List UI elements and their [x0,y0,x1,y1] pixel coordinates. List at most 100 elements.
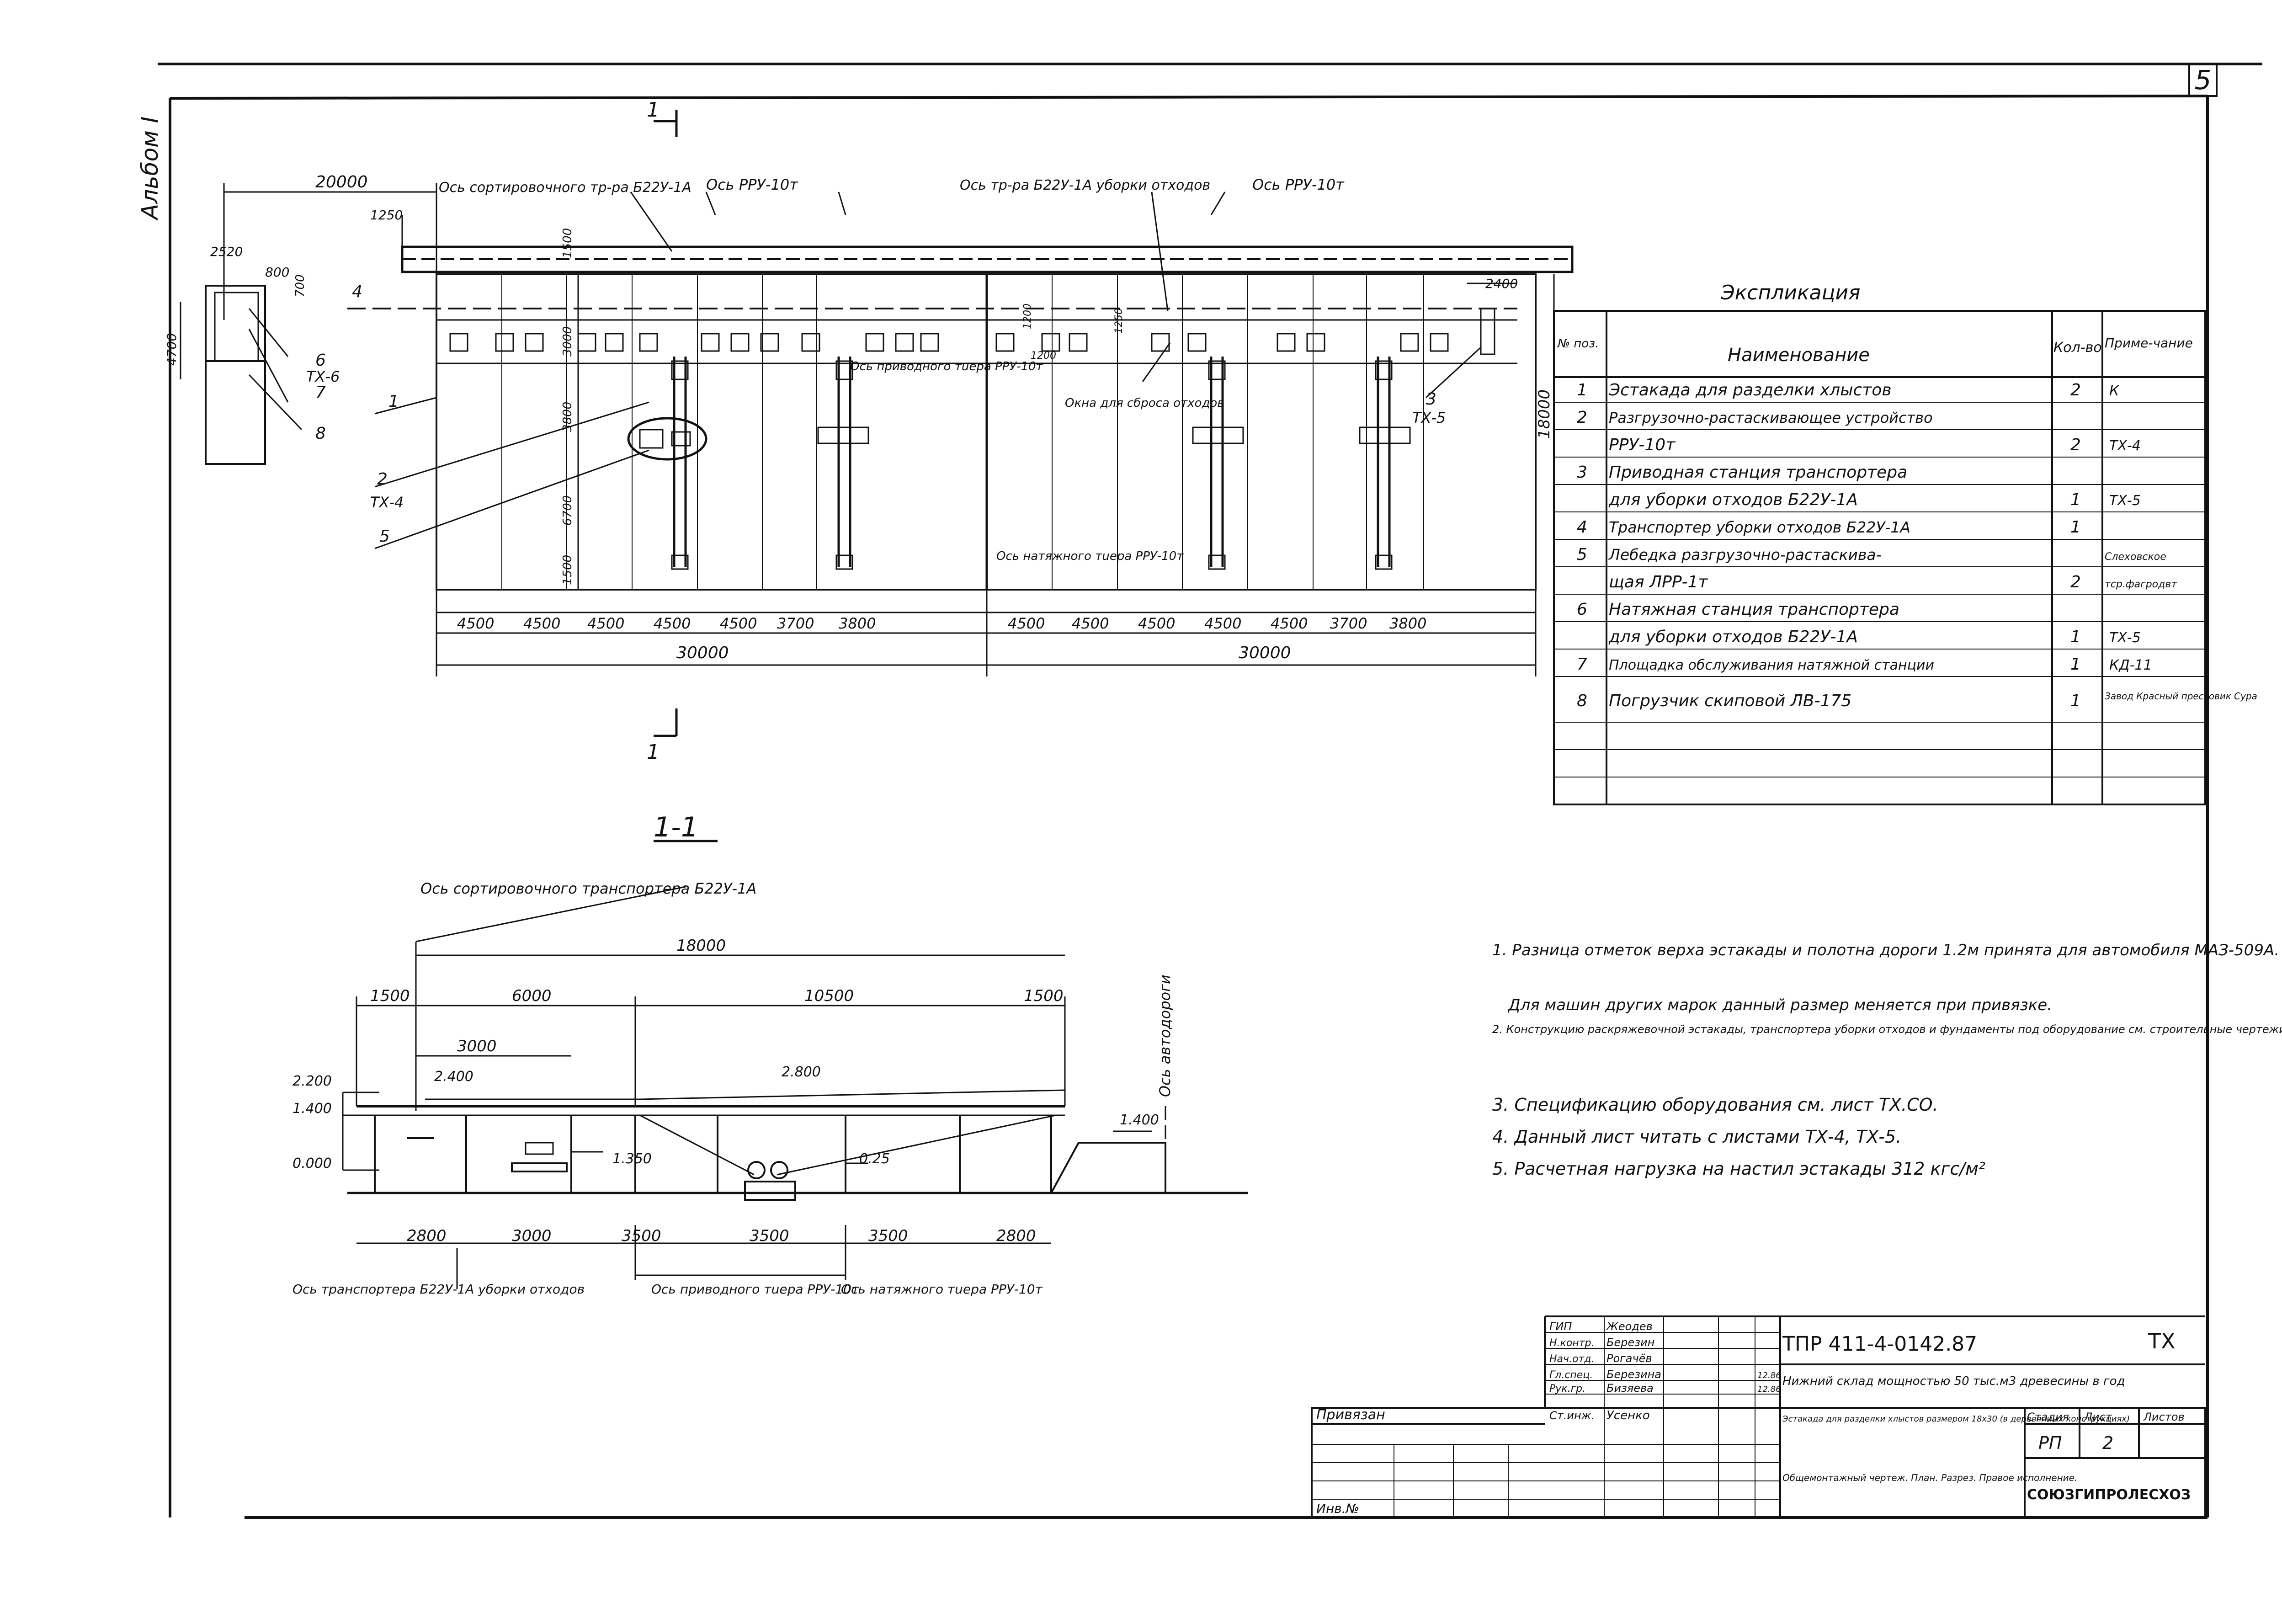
signer-5-name: Бизяева [1606,1382,1654,1395]
dim-18000: 18000 [1535,389,1553,439]
section-bottom-3000: 3000 [512,1227,552,1245]
row-4-pos: 4 [1577,518,1587,537]
winch [627,417,707,461]
bay-dim-12: 4500 [1271,615,1308,632]
bay-dim-2: 4500 [523,615,560,632]
dim-2520: 2520 [210,244,243,259]
total-dim-2: 30000 [1239,644,1291,662]
row-3-pos: 3 [1577,463,1587,482]
row-8-pos: 8 [1577,692,1587,710]
section-bottom-3500b: 3500 [750,1227,789,1245]
bay-dim-5: 4500 [720,615,757,632]
title-block-text: ТПР 411-4-0142.87 ТХ ГИП Жеодев Н.контр.… [1316,1320,2191,1516]
title-block-code: ТПР 411-4-0142.87 [1782,1332,1977,1356]
label-tension-axis: Ось натяжного тuера РРУ-10т [996,549,1184,563]
row-8-name: Погрузчик скиповой ЛВ-175 [1609,692,1851,710]
callout-8: 8 [315,424,326,443]
callout-3: 3 [1426,390,1436,409]
dim-2400: 2400 [1485,276,1518,291]
section-bottom-2800b: 2800 [996,1227,1036,1245]
bay-dim-3: 4500 [587,615,624,632]
title-block-object: Эстакада для разделки хлыстов размером 1… [1782,1414,2130,1424]
signer-4-role: Гл.спец. [1549,1369,1593,1381]
section-sort-axis: Ось сортировочного транспортера Б22У-1А [420,880,756,897]
row-3b-note: ТХ-5 [2109,493,2141,509]
note-1: 1. Разница отметок верха эстакады и поло… [1492,941,2279,959]
callout-3-ref: ТХ-5 [1412,409,1446,426]
row-1-name: Эстакада для разделки хлыстов [1608,381,1892,399]
section-mark-top: 1 [647,98,660,122]
page-number: 5 [2195,64,2212,96]
row-2-pos: 2 [1577,408,1587,427]
section-bottom-3500c: 3500 [868,1227,908,1245]
row-1-note: К [2109,383,2120,399]
level-025: 0.25 [859,1151,890,1167]
label-rru-axis-2: Ось РРУ-10т [1252,176,1345,193]
dim-1500a: 1500 [561,228,574,258]
row-4-name: Транспортер уборки отходов Б22У-1А [1609,518,1910,536]
plan-labels: 1 1 20000 1250 2520 800 700 1500 2400 18… [164,98,1553,764]
album-label: Альбом I [137,117,163,221]
row-3b-name: для уборки отходов Б22У-1А [1608,490,1858,509]
section-bottom-3500a: 3500 [622,1227,661,1245]
row-3-name: Приводная станция транспортера [1609,463,1907,482]
section-dim-1500a: 1500 [370,987,410,1005]
row-5b-qty: 2 [2070,573,2081,591]
section-dim-6000: 6000 [512,987,552,1005]
title-block-mark: ТХ [2148,1329,2176,1353]
explication-table [1553,310,2206,805]
callout-4: 4 [352,282,362,301]
level-0000: 0.000 [293,1155,332,1171]
level-1400: 1.400 [293,1101,332,1117]
label-sort-axis: Ось сортировочного тр-ра Б22У-1А [439,180,692,196]
bay-dim-7: 3800 [839,615,876,632]
label-drive-axis: Ось приводного тuера РРУ-10т [850,360,1043,373]
dim-6700: 6700 [561,495,574,526]
stage-header-stage: Стадия [2027,1411,2069,1423]
level-2400: 2.400 [434,1069,473,1085]
bay-dim-4: 4500 [654,615,691,632]
row-1-qty: 2 [2070,381,2081,399]
dim-1250b: 1250 [1113,308,1125,334]
level-2200: 2.200 [293,1073,332,1089]
section-total-18000: 18000 [676,937,726,955]
label-waste-axis: Ось тр-ра Б22У-1А уборки отходов [960,177,1210,193]
note-4: 4. Данный лист читать с листами ТХ-4, ТХ… [1492,1127,1901,1147]
signer-2-name: Березин [1606,1336,1654,1349]
title-block-org: СОЮЗГИПРОЛЕСХОЗ [2027,1487,2191,1503]
dim-1200b: 1200 [1031,350,1056,362]
explication-header-name: Наименование [1728,345,1870,366]
section-mark-bottom: 1 [647,740,660,764]
section-dim-1500b: 1500 [1024,987,1064,1005]
row-7-note: КД-11 [2109,657,2152,673]
dim-700: 700 [293,274,307,297]
dim-1200a: 1200 [1022,304,1033,329]
row-5-note: Слеховское [2105,551,2166,563]
total-dim-1: 30000 [676,644,729,662]
bay-dim-8: 4500 [1008,615,1045,632]
callout-5: 5 [379,527,390,546]
title-block-drawing: Общемонтажный чертеж. План. Разрез. Прав… [1782,1472,2077,1483]
row-6-name: Натяжная станция транспортера [1609,600,1899,619]
explication-title: Экспликация [1720,281,1861,304]
bay-dim-13: 3700 [1330,615,1367,632]
section-waste-axis: Ось транспортера Б22У-1А уборки отходов [293,1282,585,1297]
signer-1-role: ГИП [1549,1320,1572,1333]
note-2: 2. Конструкцию раскряжевочной эстакады, … [1492,1023,2282,1036]
explication-text: № поз. Наименование Кол-во Приме-чание 1… [1557,335,2257,710]
section-dim-3000: 3000 [457,1037,497,1055]
section-tension-axis: Ось натяжного тuера РРУ-10т [841,1282,1043,1297]
service-platform [205,285,266,465]
dim-1500b: 1500 [561,555,574,585]
stage-header-sheets: Листов [2143,1411,2185,1423]
row-7-name: Площадка обслуживания натяжной станции [1609,657,1934,673]
section-dim-10500: 10500 [804,987,854,1005]
signer-2-role: Н.контр. [1549,1337,1594,1349]
row-8-note: Завод Красный прессовик Сура [2105,691,2257,702]
bay-dim-14: 3800 [1389,615,1426,632]
dim-1250: 1250 [370,208,403,223]
signer-5-role: Рук.гр. [1549,1383,1585,1395]
level-1350: 1.350 [612,1151,652,1167]
explication-header-pos: № поз. [1557,337,1599,351]
